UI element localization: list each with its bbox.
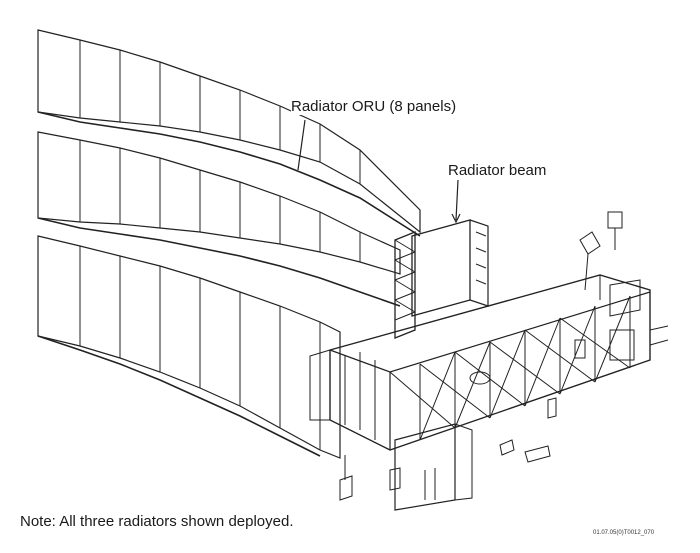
radiator-panel-wing-middle bbox=[37, 131, 401, 307]
deployment-note: Note: All three radiators shown deployed… bbox=[20, 513, 294, 530]
truss-segment bbox=[309, 274, 669, 451]
truss-fittings bbox=[339, 211, 623, 501]
radiator-panel-wing-top bbox=[37, 29, 421, 237]
radiator-beam-label: Radiator beam bbox=[448, 162, 547, 179]
leader-line-radiator-beam bbox=[455, 179, 459, 221]
leader-line-radiator-oru bbox=[297, 119, 306, 171]
radiator-oru-label: Radiator ORU (8 panels) bbox=[291, 98, 457, 115]
figure-code: 01.07.05(0)T0012_070 bbox=[593, 530, 655, 536]
radiator-panel-wing-bottom bbox=[37, 235, 341, 459]
radiator-beam bbox=[394, 219, 489, 511]
leader-arrowhead bbox=[451, 213, 461, 224]
